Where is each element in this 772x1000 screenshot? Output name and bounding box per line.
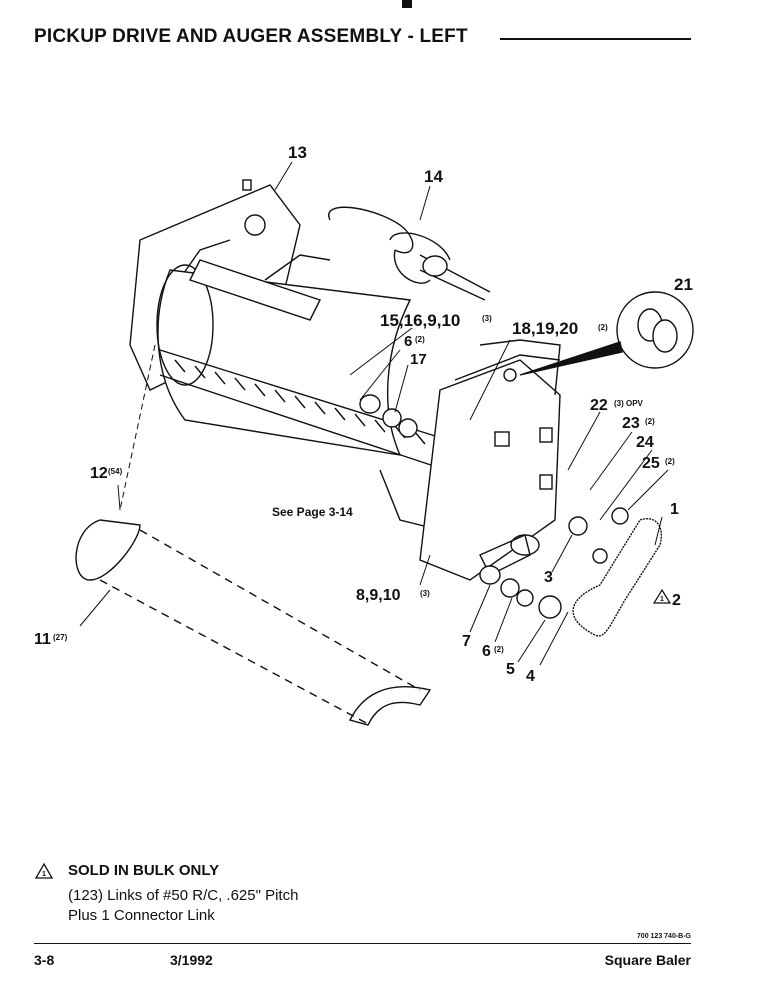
callout-6-lower: 6 (482, 643, 491, 660)
callout-12-qty: (54) (108, 467, 123, 476)
callout-12: 12 (90, 465, 108, 482)
svg-text:1: 1 (42, 871, 46, 878)
callout-6-upper: 6 (404, 333, 412, 350)
bulk-warning-mark: 1 (660, 596, 664, 603)
callout-24: 24 (636, 434, 654, 451)
callout-4: 4 (526, 668, 535, 685)
callout-17: 17 (410, 351, 427, 368)
drive-shaft-hub (479, 534, 540, 576)
callout-13: 13 (288, 143, 307, 162)
callout-6-upper-qty: (2) (415, 335, 425, 344)
callout-25: 25 (642, 455, 660, 472)
callout-1: 1 (670, 501, 679, 518)
callout-22: 22 (590, 397, 608, 414)
sprocket-parts (538, 507, 629, 619)
callout-15: 15,16,9,10 (380, 311, 460, 330)
callout-6-lower-qty: (2) (494, 645, 504, 654)
callout-7: 7 (462, 633, 471, 650)
bulk-note-line-1: (123) Links of #50 R/C, .625" Pitch (68, 887, 299, 904)
callout-25-qty: (2) (665, 457, 675, 466)
bulk-note-heading: SOLD IN BULK ONLY (68, 862, 220, 879)
pickup-drum (156, 254, 412, 456)
bulk-warning-triangle (652, 588, 672, 604)
belt-parts (75, 519, 432, 726)
callout-18: 18,19,20 (512, 319, 578, 338)
drive-side-plate (419, 339, 561, 581)
callout-18-qty: (2) (598, 323, 608, 332)
callout-22-qty: (3) OPV (614, 399, 644, 408)
drive-chain (572, 518, 662, 637)
callout-8: 8,9,10 (356, 587, 401, 604)
footer-product: Square Baler (604, 952, 691, 968)
callout-5: 5 (506, 661, 515, 678)
callout-14: 14 (424, 167, 443, 186)
pickup-tine-bar (159, 349, 481, 531)
callout-8-qty: (3) (420, 589, 430, 598)
footer-part-code: 700 123 740-B-G (636, 933, 691, 940)
footer-date: 3/1992 (170, 952, 213, 968)
bulk-note-line-2: Plus 1 Connector Link (68, 907, 215, 924)
callout-2: 2 (672, 592, 681, 609)
warning-triangle-icon: 1 (34, 862, 54, 879)
bearing-parts (359, 394, 534, 607)
see-page-reference: See Page 3-14 (272, 505, 353, 519)
callout-21: 21 (674, 275, 693, 294)
title-rule (500, 38, 691, 40)
bushing-detail-callout (503, 291, 694, 382)
page-top-mark (402, 0, 412, 8)
callout-3: 3 (544, 569, 553, 586)
callout-11: 11 (34, 631, 51, 648)
callout-15-qty: (3) (482, 314, 492, 323)
callout-11-qty: (27) (53, 633, 68, 642)
callout-leader-lines (79, 161, 669, 666)
footer-rule (34, 943, 691, 944)
page-title: PICKUP DRIVE AND AUGER ASSEMBLY - LEFT (34, 26, 468, 47)
callout-23-qty: (2) (645, 417, 655, 426)
auger-part (328, 206, 491, 301)
callout-23: 23 (622, 415, 640, 432)
footer-page-number: 3-8 (34, 952, 55, 968)
